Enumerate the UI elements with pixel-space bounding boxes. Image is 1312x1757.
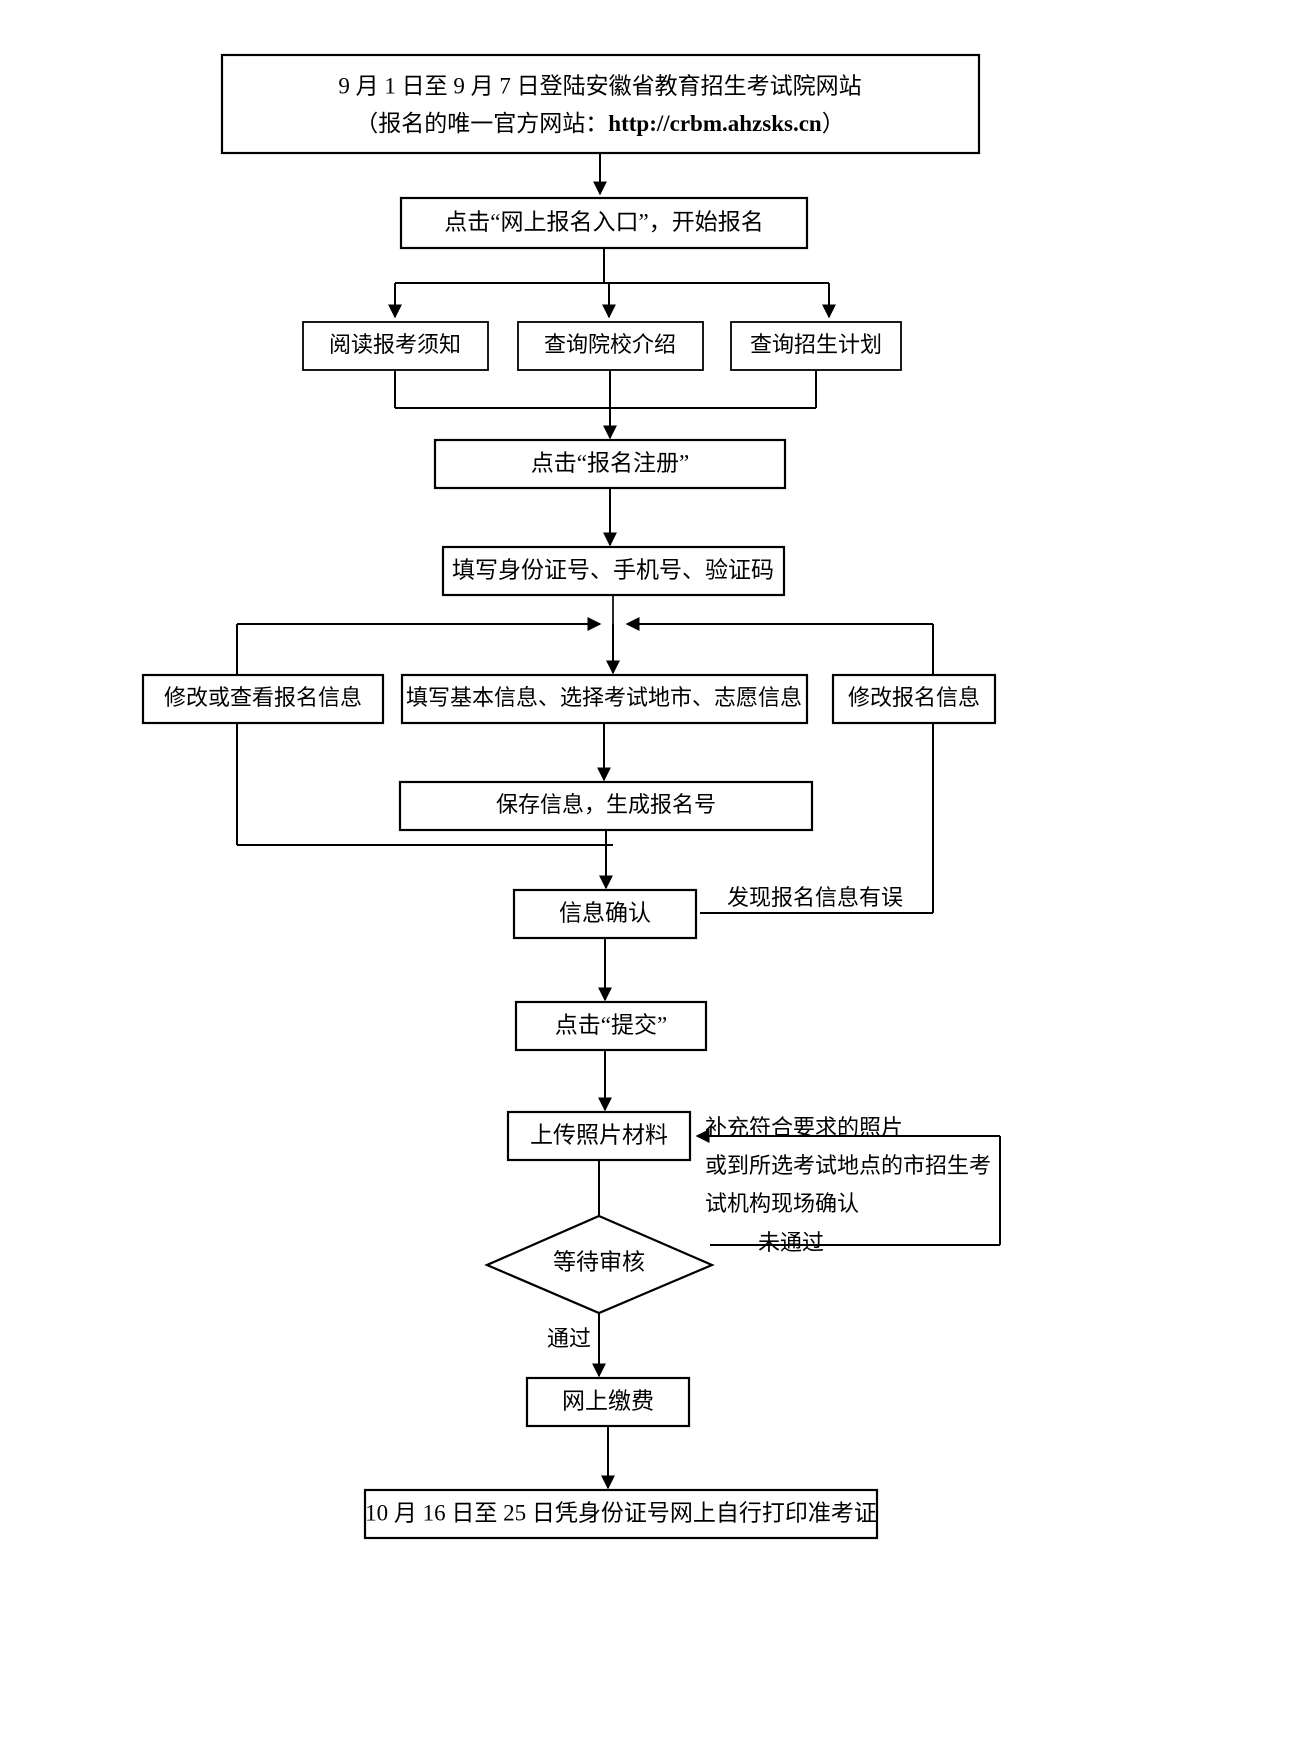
save-info-label: 保存信息，生成报名号 [496, 792, 716, 817]
node-save-info: 保存信息，生成报名号 [398, 780, 814, 832]
node-fill-id: 填写身份证号、手机号、验证码 [441, 545, 786, 597]
confirm-info-label: 信息确认 [559, 900, 651, 925]
start-line2-url: http://crbm.ahzsks.cn [608, 111, 822, 136]
print-ticket-box [363, 1488, 879, 1540]
submit-box [514, 1000, 708, 1052]
modify-or-view-box [141, 673, 385, 725]
node-query-school: 查询院校介绍 [517, 321, 704, 371]
start-line1: 9 月 1 日至 9 月 7 日登陆安徽省教育招生考试院网站 [338, 73, 861, 98]
node-query-plan: 查询招生计划 [730, 321, 902, 371]
node-submit: 点击“提交” [514, 1000, 708, 1052]
query-school-box [517, 321, 704, 371]
start-line2-suffix: ） [822, 111, 845, 136]
node-await-review: 等待审核 [484, 1214, 715, 1315]
query-school-label: 查询院校介绍 [544, 332, 676, 357]
edge-label-supplement-2: 或到所选考试地点的市招生考 [705, 1153, 991, 1178]
edge-label-not-passed: 未通过 [758, 1230, 824, 1255]
node-online-pay: 网上缴费 [525, 1376, 691, 1428]
save-info-box [398, 780, 814, 832]
read-notice-box [302, 321, 489, 371]
node-read-notice: 阅读报考须知 [302, 321, 489, 371]
read-notice-label: 阅读报考须知 [329, 332, 461, 357]
start-box [220, 53, 981, 155]
entry-label: 点击“网上报名入口”，开始报名 [444, 209, 763, 234]
submit-label: 点击“提交” [555, 1012, 667, 1037]
start-line2-prefix: （报名的唯一官方网站： [355, 111, 608, 136]
node-modify-or-view: 修改或查看报名信息 [141, 673, 385, 725]
upload-photo-label: 上传照片材料 [530, 1122, 668, 1147]
edge-label-supplement-1: 补充符合要求的照片 [705, 1115, 903, 1140]
edge-label-passed: 通过 [547, 1326, 591, 1351]
node-modify-info: 修改报名信息 [831, 673, 997, 725]
node-entry: 点击“网上报名入口”，开始报名 [399, 196, 809, 250]
node-confirm-info: 信息确认 [512, 888, 698, 940]
await-review-label: 等待审核 [553, 1249, 645, 1274]
edge-label-info-error: 发现报名信息有误 [727, 885, 903, 910]
register-box [433, 438, 787, 490]
online-pay-label: 网上缴费 [562, 1388, 654, 1413]
print-ticket-label: 10 月 16 日至 25 日凭身份证号网上自行打印准考证 [365, 1500, 877, 1525]
confirm-info-box [512, 888, 698, 940]
query-plan-label: 查询招生计划 [750, 332, 882, 357]
register-label: 点击“报名注册” [531, 450, 689, 475]
modify-or-view-label: 修改或查看报名信息 [164, 685, 362, 710]
node-upload-photo: 上传照片材料 [506, 1110, 692, 1162]
start-line2: （报名的唯一官方网站：http://crbm.ahzsks.cn） [355, 111, 844, 136]
fill-id-label: 填写身份证号、手机号、验证码 [452, 557, 774, 582]
node-register: 点击“报名注册” [433, 438, 787, 490]
fill-basic-label: 填写基本信息、选择考试地市、志愿信息 [406, 685, 802, 710]
upload-photo-box [506, 1110, 692, 1162]
node-start: 9 月 1 日至 9 月 7 日登陆安徽省教育招生考试院网站 （报名的唯一官方网… [220, 53, 981, 155]
edge-label-supplement-3: 试机构现场确认 [705, 1191, 859, 1216]
modify-info-label: 修改报名信息 [848, 685, 980, 710]
modify-info-box [831, 673, 997, 725]
node-fill-basic: 填写基本信息、选择考试地市、志愿信息 [400, 673, 809, 725]
node-print-ticket: 10 月 16 日至 25 日凭身份证号网上自行打印准考证 [363, 1488, 879, 1540]
